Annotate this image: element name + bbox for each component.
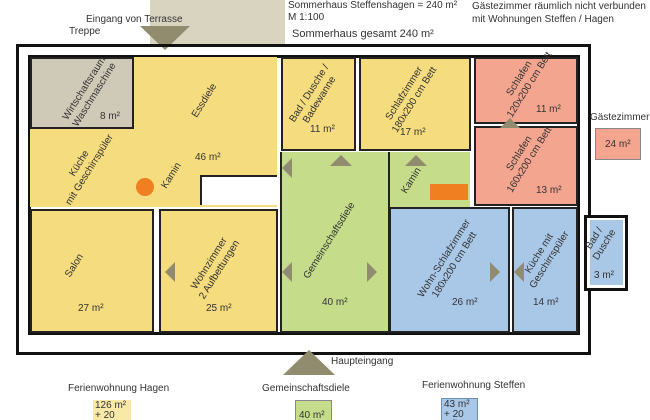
- kueche-steffen-area: 14 m²: [533, 297, 559, 308]
- wohnschlaf-area: 26 m²: [452, 297, 478, 308]
- door-arrow-icon: [500, 118, 520, 128]
- main-entrance-arrow-icon: [283, 350, 335, 375]
- room-kueche: [30, 128, 200, 207]
- door-arrow-icon: [282, 158, 292, 178]
- legend-hagen-value: 126 m²: [95, 400, 127, 411]
- bad-area: 11 m²: [310, 124, 335, 135]
- door-arrow-icon: [282, 262, 292, 282]
- room-schlafzimmer: [359, 57, 471, 151]
- door-arrow-icon: [405, 155, 427, 166]
- door-arrow-icon: [514, 262, 524, 282]
- room-schlafen-2: [474, 126, 578, 206]
- door-arrow-icon: [330, 155, 352, 166]
- legend-gemeinschaft-value: 40 m²: [299, 410, 325, 420]
- legend-steffen-value: 43 m²: [444, 399, 470, 410]
- room-schlafen-1: [474, 57, 578, 124]
- legend-steffen-extra: + 20 m²: [444, 409, 464, 420]
- wirtschaft-area: 8 m²: [100, 111, 120, 122]
- total-area: Sommerhaus gesamt 240 m²: [292, 28, 434, 40]
- room-wohn-schlafzimmer: [389, 207, 510, 333]
- legend-hagen-extra: + 20 m²: [95, 410, 115, 420]
- legend-gemeinschaft-label: Gemeinschaftsdiele: [262, 383, 350, 394]
- room-gaestezimmer: [595, 128, 641, 160]
- door-arrow-icon: [165, 262, 175, 282]
- guest-note-1: Gästezimmer räumlich nicht verbunden: [472, 1, 646, 12]
- fireplace-2-icon: [430, 184, 468, 200]
- legend-gemeinschaft-swatch: 40 m²: [295, 400, 332, 420]
- title: Sommerhaus Steffenshagen = 240 m²: [288, 0, 458, 11]
- door-arrow-icon: [367, 262, 377, 282]
- legend-hagen-swatch: 126 m²+ 20 m²: [93, 400, 131, 420]
- essdiele-area: 46 m²: [195, 152, 221, 163]
- legend-steffen-swatch: 43 m²+ 20 m²: [441, 398, 478, 420]
- room-salon: [30, 209, 154, 333]
- main-entrance-label: Haupteingang: [331, 356, 394, 367]
- gemeinschaft-area: 40 m²: [322, 297, 348, 308]
- schlafen-1-area: 11 m²: [536, 104, 561, 115]
- bad-2-area: 3 m²: [594, 270, 614, 281]
- schlafen-2-area: 13 m²: [536, 185, 562, 196]
- scale: M 1:100: [288, 12, 325, 23]
- gaeste-label: Gästezimmer: [590, 112, 650, 123]
- fireplace-icon: [136, 178, 154, 196]
- room-wirtschaftsraum: [30, 57, 134, 129]
- gaeste-area: 24 m²: [605, 139, 631, 150]
- terrace-entrance-label: Eingang von Terrasse: [86, 14, 183, 25]
- room-bad: [281, 57, 356, 151]
- guest-note-2: mit Wohnungen Steffen / Hagen: [472, 14, 614, 25]
- legend-steffen-label: Ferienwohnung Steffen: [422, 380, 526, 391]
- wohnzimmer-area: 25 m²: [206, 303, 232, 314]
- stairs-label: Treppe: [69, 26, 101, 37]
- salon-area: 27 m²: [78, 303, 104, 314]
- legend-hagen-label: Ferienwohnung Hagen: [68, 383, 170, 394]
- schlafzimmer-area: 17 m²: [400, 127, 426, 138]
- door-arrow-icon: [490, 262, 500, 282]
- room-wohnzimmer: [159, 209, 278, 333]
- room-bad-2: [590, 220, 623, 285]
- notch: [200, 175, 277, 205]
